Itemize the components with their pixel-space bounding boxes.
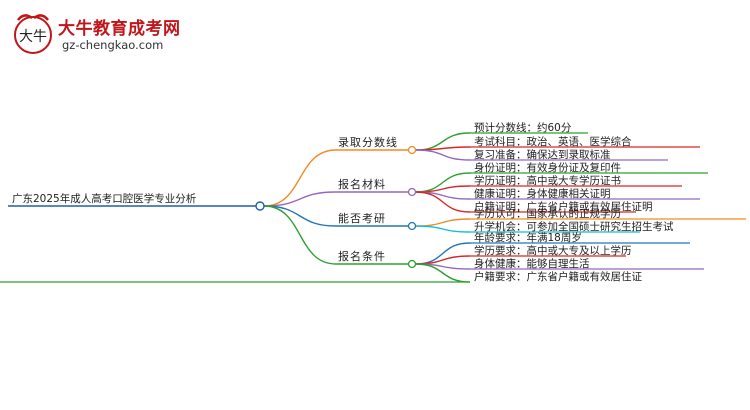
leaf-label: 学历要求：高中或大专及以上学历 [474,244,632,257]
branch-node-dot[interactable] [407,145,417,155]
leaf-edge [415,242,471,265]
branch-node-dot[interactable] [407,187,417,197]
leaf-label: 学历认可：国家承认的正规学历 [474,207,621,220]
branch-label: 录取分数线 [338,135,398,149]
branch-label: 报名材料 [338,177,386,191]
branch-edge [263,205,337,227]
leaf-label: 身份证明：有效身份证及复印件 [474,161,621,174]
branch-label: 能否考研 [338,211,386,225]
leaf-edge [415,191,471,213]
mind-map-edges [0,132,746,283]
leaf-label: 户籍要求：广东省户籍或有效居住证 [474,270,642,283]
branch-edge [263,191,337,207]
leaf-label: 身体健康：能够自理生活 [474,257,590,270]
branch-edge [263,205,337,265]
logo-mark-text: 大牛 [19,29,47,45]
branch-node-dot[interactable] [407,221,417,231]
leaf-label: 学历证明：高中或大专学历证书 [474,174,621,187]
leaf-label: 考试科目：政治、英语、医学综合 [474,135,632,148]
branch-node-dot[interactable] [407,259,417,269]
leaf-label: 健康证明：身体健康相关证明 [474,187,611,200]
mind-map-nodes: 广东2025年成人高考口腔医学专业分析 录取分数线 预计分数线：约60分考试科目：政… [12,121,674,283]
leaf-edge [415,146,471,151]
leaf-label: 年龄要求：年满18周岁 [474,231,582,244]
leaf-label: 预计分数线：约60分 [474,121,572,134]
branch-label: 报名条件 [338,249,386,263]
leaf-label: 升学机会：可参加全国硕士研究生招生考试 [474,220,674,233]
leaf-label: 户籍证明：广东省户籍或有效居住证明 [474,200,653,213]
leaf-label: 复习准备：确保达到录取标准 [474,148,611,161]
site-logo[interactable]: 大牛 大牛教育成考网 gz-chengkao.com [10,10,180,56]
leaf-edge [415,225,471,233]
site-title: 大牛教育成考网 [58,19,181,39]
leaf-edge [415,218,471,227]
root-node-label: 广东2025年成人高考口腔医学专业分析 [12,192,197,205]
leaf-edge [415,185,471,193]
bull-logo-icon: 大牛 [14,14,52,54]
branch-edge [263,149,337,207]
leaf-edge [415,149,471,161]
site-url[interactable]: gz-chengkao.com [62,38,164,52]
root-node-dot[interactable] [255,201,265,211]
